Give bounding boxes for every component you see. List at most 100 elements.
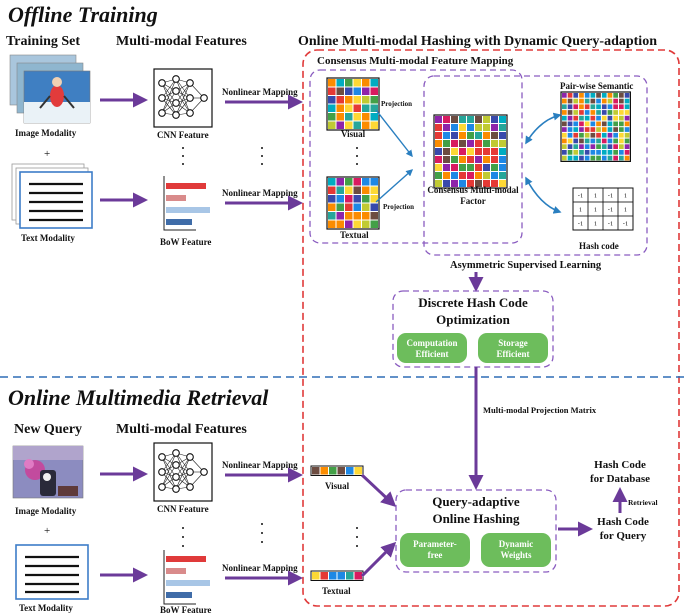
matrix-cell [596, 144, 601, 149]
arrow-factor-pairwise [525, 112, 562, 145]
nonlinear-mapping-label-1: Nonlinear Mapping [222, 87, 298, 97]
cnn-feature-label-top: CNN Feature [157, 130, 209, 140]
matrix-cell [362, 113, 370, 121]
matrix-cell [467, 156, 474, 163]
matrix-cell [353, 121, 361, 129]
matrix-cell [443, 180, 450, 187]
matrix-cell [362, 195, 370, 203]
online-hashing-header: Online Multi-modal Hashing with Dynamic … [298, 34, 657, 49]
neural-network-icon [153, 442, 213, 502]
consensus-factor-matrix [433, 114, 508, 189]
matrix-cell [579, 121, 584, 127]
query-textual-vector [310, 570, 364, 581]
matrix-cell [590, 138, 596, 144]
vector-cell [320, 467, 328, 475]
hash-bit: -1 [623, 221, 628, 228]
matrix-cell [567, 155, 573, 161]
matrix-cell [451, 116, 458, 123]
parameter-free-pill [400, 533, 470, 567]
matrix-cell [579, 150, 584, 155]
bar-chart-icon [163, 550, 210, 605]
matrix-cell [619, 138, 624, 144]
matrix-cell [443, 124, 450, 131]
matrix-cell [336, 104, 344, 112]
pairwise-semantic-matrix [560, 91, 632, 163]
matrix-cell [435, 148, 442, 155]
storage-efficient-line2: Efficient [497, 349, 530, 359]
matrix-cell [499, 180, 506, 187]
document-icon [15, 544, 89, 600]
hash-bit: 1 [624, 207, 627, 214]
computation-efficient-pill [397, 333, 467, 363]
textual-label-top: Textual [340, 230, 369, 240]
vector-cell [346, 572, 354, 580]
matrix-cell [596, 132, 601, 138]
matrix-cell [362, 79, 370, 87]
matrix-cell [613, 132, 618, 138]
matrix-cell [353, 203, 361, 211]
parameter-free-line2: free [428, 550, 443, 560]
matrix-cell [491, 172, 498, 179]
matrix-cell [573, 98, 579, 104]
matrix-cell [613, 104, 618, 110]
matrix-cell [370, 96, 378, 104]
matrix-cell [590, 110, 596, 115]
consensus-mapping-frame [309, 69, 523, 244]
storage-efficient-pill [478, 333, 548, 363]
visual-feature-matrix [326, 77, 380, 131]
query-adaptive-frame [395, 489, 557, 573]
storage-efficient-line1: Storage [498, 338, 528, 348]
hash-db-line2: for Database [590, 473, 650, 485]
matrix-cell [499, 140, 506, 147]
matrix-cell [596, 121, 601, 127]
matrix-cell [573, 132, 579, 138]
matrix-cell [443, 140, 450, 147]
matrix-cell [467, 172, 474, 179]
matrix-cell [353, 186, 361, 194]
matrix-cell [590, 115, 596, 121]
matrix-cell [573, 155, 579, 161]
matrix-cell [491, 140, 498, 147]
matrix-cell [584, 144, 590, 149]
matrix-cell [499, 156, 506, 163]
matrix-cell [573, 93, 579, 98]
matrix-cell [596, 98, 601, 104]
matrix-cell [562, 115, 567, 121]
matrix-cell [562, 104, 567, 110]
offline-training-title: Offline Training [8, 2, 158, 27]
matrix-cell [624, 127, 630, 132]
matrix-cell [579, 98, 584, 104]
query-visual-label: Visual [325, 481, 350, 491]
matrix-cell [584, 104, 590, 110]
matrix-cell [619, 93, 624, 98]
matrix-cell [601, 150, 607, 155]
matrix-cell [475, 116, 482, 123]
matrix-cell [607, 144, 613, 149]
matrix-cell [370, 87, 378, 95]
matrix-cell [596, 93, 601, 98]
matrix-cell [601, 110, 607, 115]
matrix-cell [345, 79, 353, 87]
matrix-cell [573, 150, 579, 155]
neural-network-icon [153, 68, 213, 128]
matrix-cell [607, 121, 613, 127]
matrix-cell [590, 127, 596, 132]
matrix-cell [491, 116, 498, 123]
matrix-cell [601, 115, 607, 121]
new-query-header: New Query [14, 422, 82, 437]
matrix-cell [590, 155, 596, 161]
matrix-cell [451, 140, 458, 147]
matrix-cell [475, 132, 482, 139]
matrix-cell [483, 156, 490, 163]
matrix-cell [345, 212, 353, 220]
matrix-cell [491, 156, 498, 163]
matrix-cell [613, 127, 618, 132]
matrix-cell [619, 144, 624, 149]
matrix-cell [607, 115, 613, 121]
matrix-cell [362, 87, 370, 95]
matrix-cell [336, 195, 344, 203]
matrix-cell [459, 180, 466, 187]
matrix-cell [353, 178, 361, 186]
projection-arrow-visual [375, 109, 413, 158]
matrix-cell [443, 156, 450, 163]
